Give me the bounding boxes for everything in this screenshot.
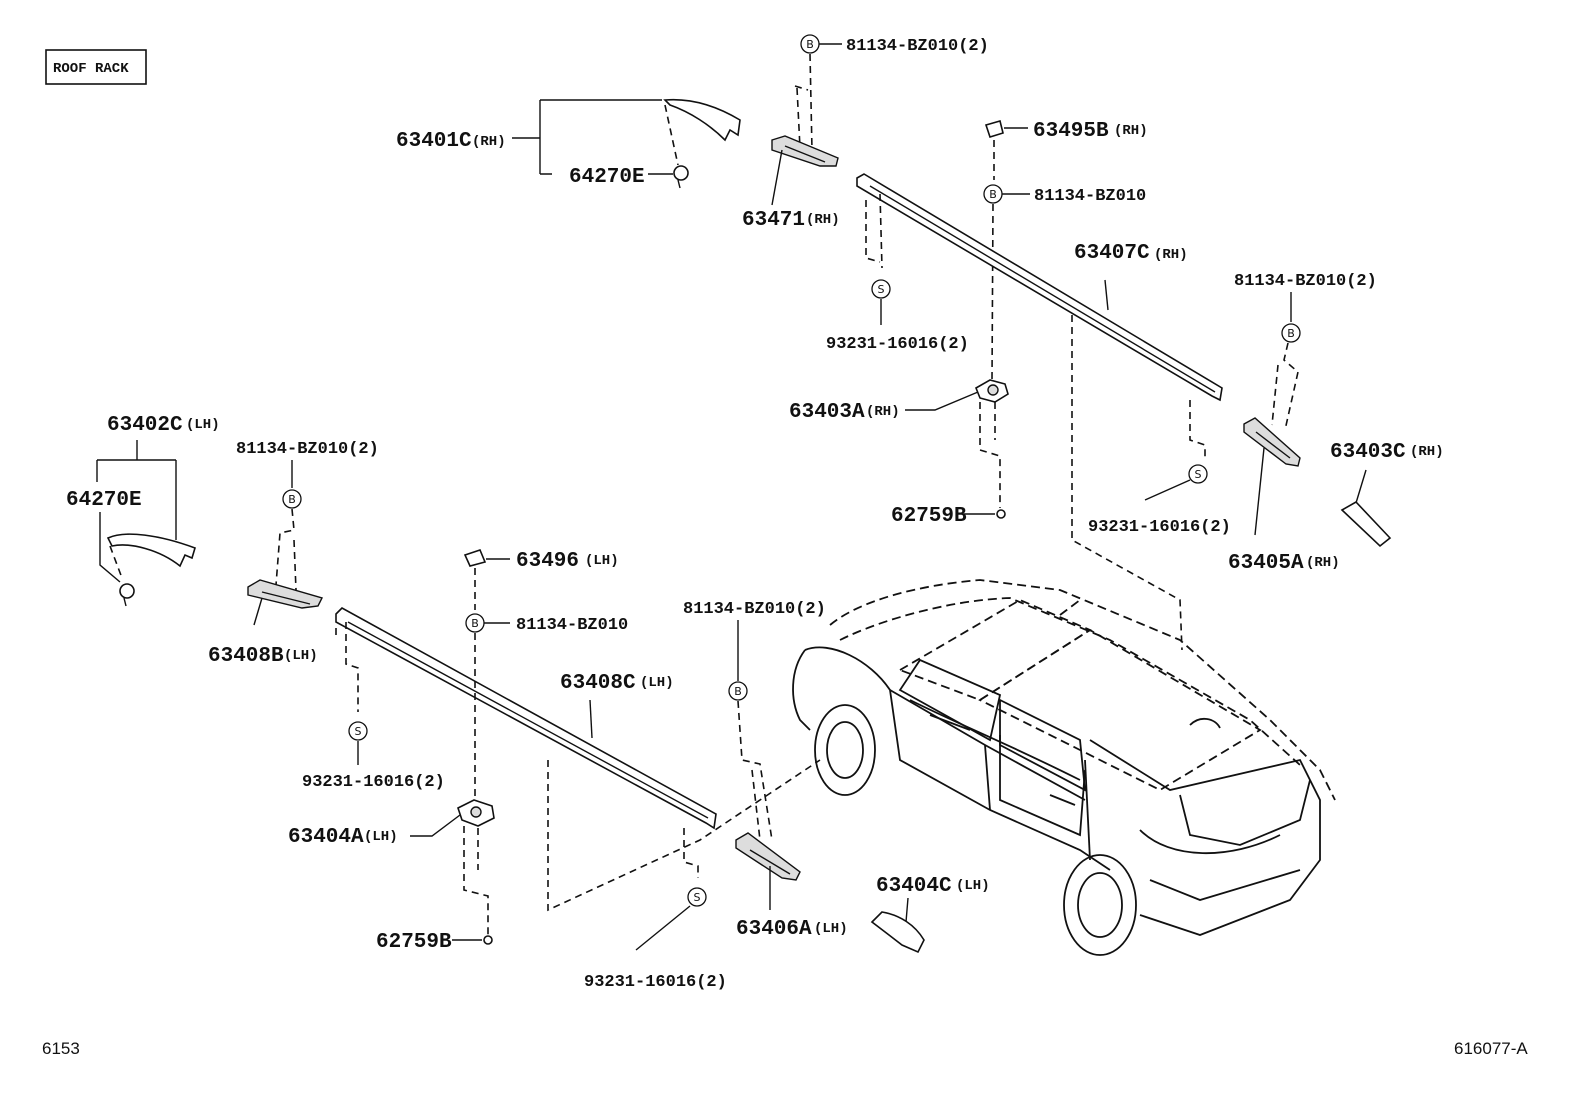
screw-badge-rh-b: S xyxy=(1188,464,1208,484)
label-93231-d: 93231-16016(2) xyxy=(584,973,727,992)
label-81134-lh1: 81134-BZ010(2) xyxy=(236,440,379,459)
side-63401C: (RH) xyxy=(472,134,506,150)
part-63402C-lh-cover xyxy=(106,533,196,568)
label-63471: 63471 xyxy=(742,209,805,232)
label-93231-b: 93231-16016(2) xyxy=(1088,518,1231,537)
side-63403C: (RH) xyxy=(1410,444,1444,460)
label-63496: 63496 xyxy=(516,550,579,573)
part-63471-rh-bracket xyxy=(771,135,839,167)
label-93231-c: 93231-16016(2) xyxy=(302,773,445,792)
svg-text:B: B xyxy=(806,38,814,51)
part-63405A-rh-bracket xyxy=(1243,417,1301,467)
part-63406A-lh-bracket xyxy=(735,832,801,881)
label-64270E-top: 64270E xyxy=(569,166,645,189)
part-63496-cap xyxy=(463,549,487,567)
bolt-badge-rh2: B xyxy=(1281,323,1301,343)
part-63408B-lh-bracket xyxy=(247,579,324,609)
svg-text:S: S xyxy=(355,725,362,738)
bolt-badge-lh2: B xyxy=(728,681,748,701)
label-81134-lh2: 81134-BZ010(2) xyxy=(683,600,826,619)
label-63495B: 63495B xyxy=(1033,120,1109,143)
part-63404A-lh-base xyxy=(457,799,495,827)
side-63496: (LH) xyxy=(585,553,619,569)
label-63407C: 63407C xyxy=(1074,242,1150,265)
label-63404A: 63404A xyxy=(288,826,364,849)
svg-text:S: S xyxy=(1195,468,1202,481)
side-63405A: (RH) xyxy=(1306,555,1340,571)
label-63401C: 63401C xyxy=(396,130,472,153)
side-63404A: (LH) xyxy=(364,829,398,845)
side-63408C: (LH) xyxy=(640,675,674,691)
side-63403A: (RH) xyxy=(866,404,900,420)
svg-text:B: B xyxy=(288,493,296,506)
part-63403C-rh-endcap xyxy=(1340,500,1392,548)
label-63403C: 63403C xyxy=(1330,441,1406,464)
bolt-badge-lh1: B xyxy=(282,489,302,509)
screw-badge-rh-a: S xyxy=(871,279,891,299)
label-81134-rh: 81134-BZ010 xyxy=(1034,187,1146,206)
part-63407C-rh-rail xyxy=(856,173,1223,402)
label-63405A: 63405A xyxy=(1228,552,1304,575)
part-64270E-lh-clip xyxy=(119,583,135,607)
diagram-title: ROOF RACK xyxy=(53,61,129,77)
svg-text:S: S xyxy=(878,283,885,296)
label-63404C: 63404C xyxy=(876,875,952,898)
vehicle-illustration xyxy=(792,579,1336,956)
title-box: ROOF RACK xyxy=(45,49,147,85)
svg-text:B: B xyxy=(471,617,479,630)
side-63402C: (LH) xyxy=(186,417,220,433)
label-81134-top: 81134-BZ010(2) xyxy=(846,37,989,56)
label-63408C: 63408C xyxy=(560,672,636,695)
label-93231-a: 93231-16016(2) xyxy=(826,335,969,354)
label-63406A: 63406A xyxy=(736,918,812,941)
side-63407C: (RH) xyxy=(1154,247,1188,263)
svg-text:B: B xyxy=(734,685,742,698)
part-62759B-lh-nut xyxy=(483,935,493,945)
side-63408B: (LH) xyxy=(284,648,318,664)
svg-text:B: B xyxy=(1287,327,1295,340)
part-63403A-rh-base xyxy=(974,379,1009,403)
label-62759B-rh: 62759B xyxy=(891,505,967,528)
label-63403A: 63403A xyxy=(789,401,865,424)
label-64270E-lh: 64270E xyxy=(66,489,142,512)
side-63404C: (LH) xyxy=(956,878,990,894)
bolt-badge-top: B xyxy=(800,34,820,54)
footer-diagram-id: 616077-A xyxy=(1454,1039,1528,1058)
part-63401C-rh-cover xyxy=(663,98,741,142)
part-62759B-rh-nut xyxy=(996,509,1006,519)
part-64270E-clip-top xyxy=(673,165,689,189)
bolt-badge-lh: B xyxy=(465,613,485,633)
side-63406A: (LH) xyxy=(814,921,848,937)
svg-text:S: S xyxy=(694,891,701,904)
label-63408B: 63408B xyxy=(208,645,284,668)
part-63404C-lh-endcap xyxy=(870,911,925,954)
label-63402C: 63402C xyxy=(107,414,183,437)
part-63495B-cap xyxy=(984,120,1004,138)
side-63495B: (RH) xyxy=(1114,123,1148,139)
screw-badge-lh-d: S xyxy=(687,887,707,907)
bolt-badge-rh: B xyxy=(983,184,1003,204)
screw-badge-lh-c: S xyxy=(348,721,368,741)
footer-page-number: 6153 xyxy=(42,1039,80,1058)
svg-text:B: B xyxy=(989,188,997,201)
label-81134-rh2: 81134-BZ010(2) xyxy=(1234,272,1377,291)
side-63471: (RH) xyxy=(806,212,840,228)
label-81134-lh: 81134-BZ010 xyxy=(516,616,628,635)
label-62759B-lh: 62759B xyxy=(376,931,452,954)
part-63408C-lh-rail xyxy=(335,607,717,830)
